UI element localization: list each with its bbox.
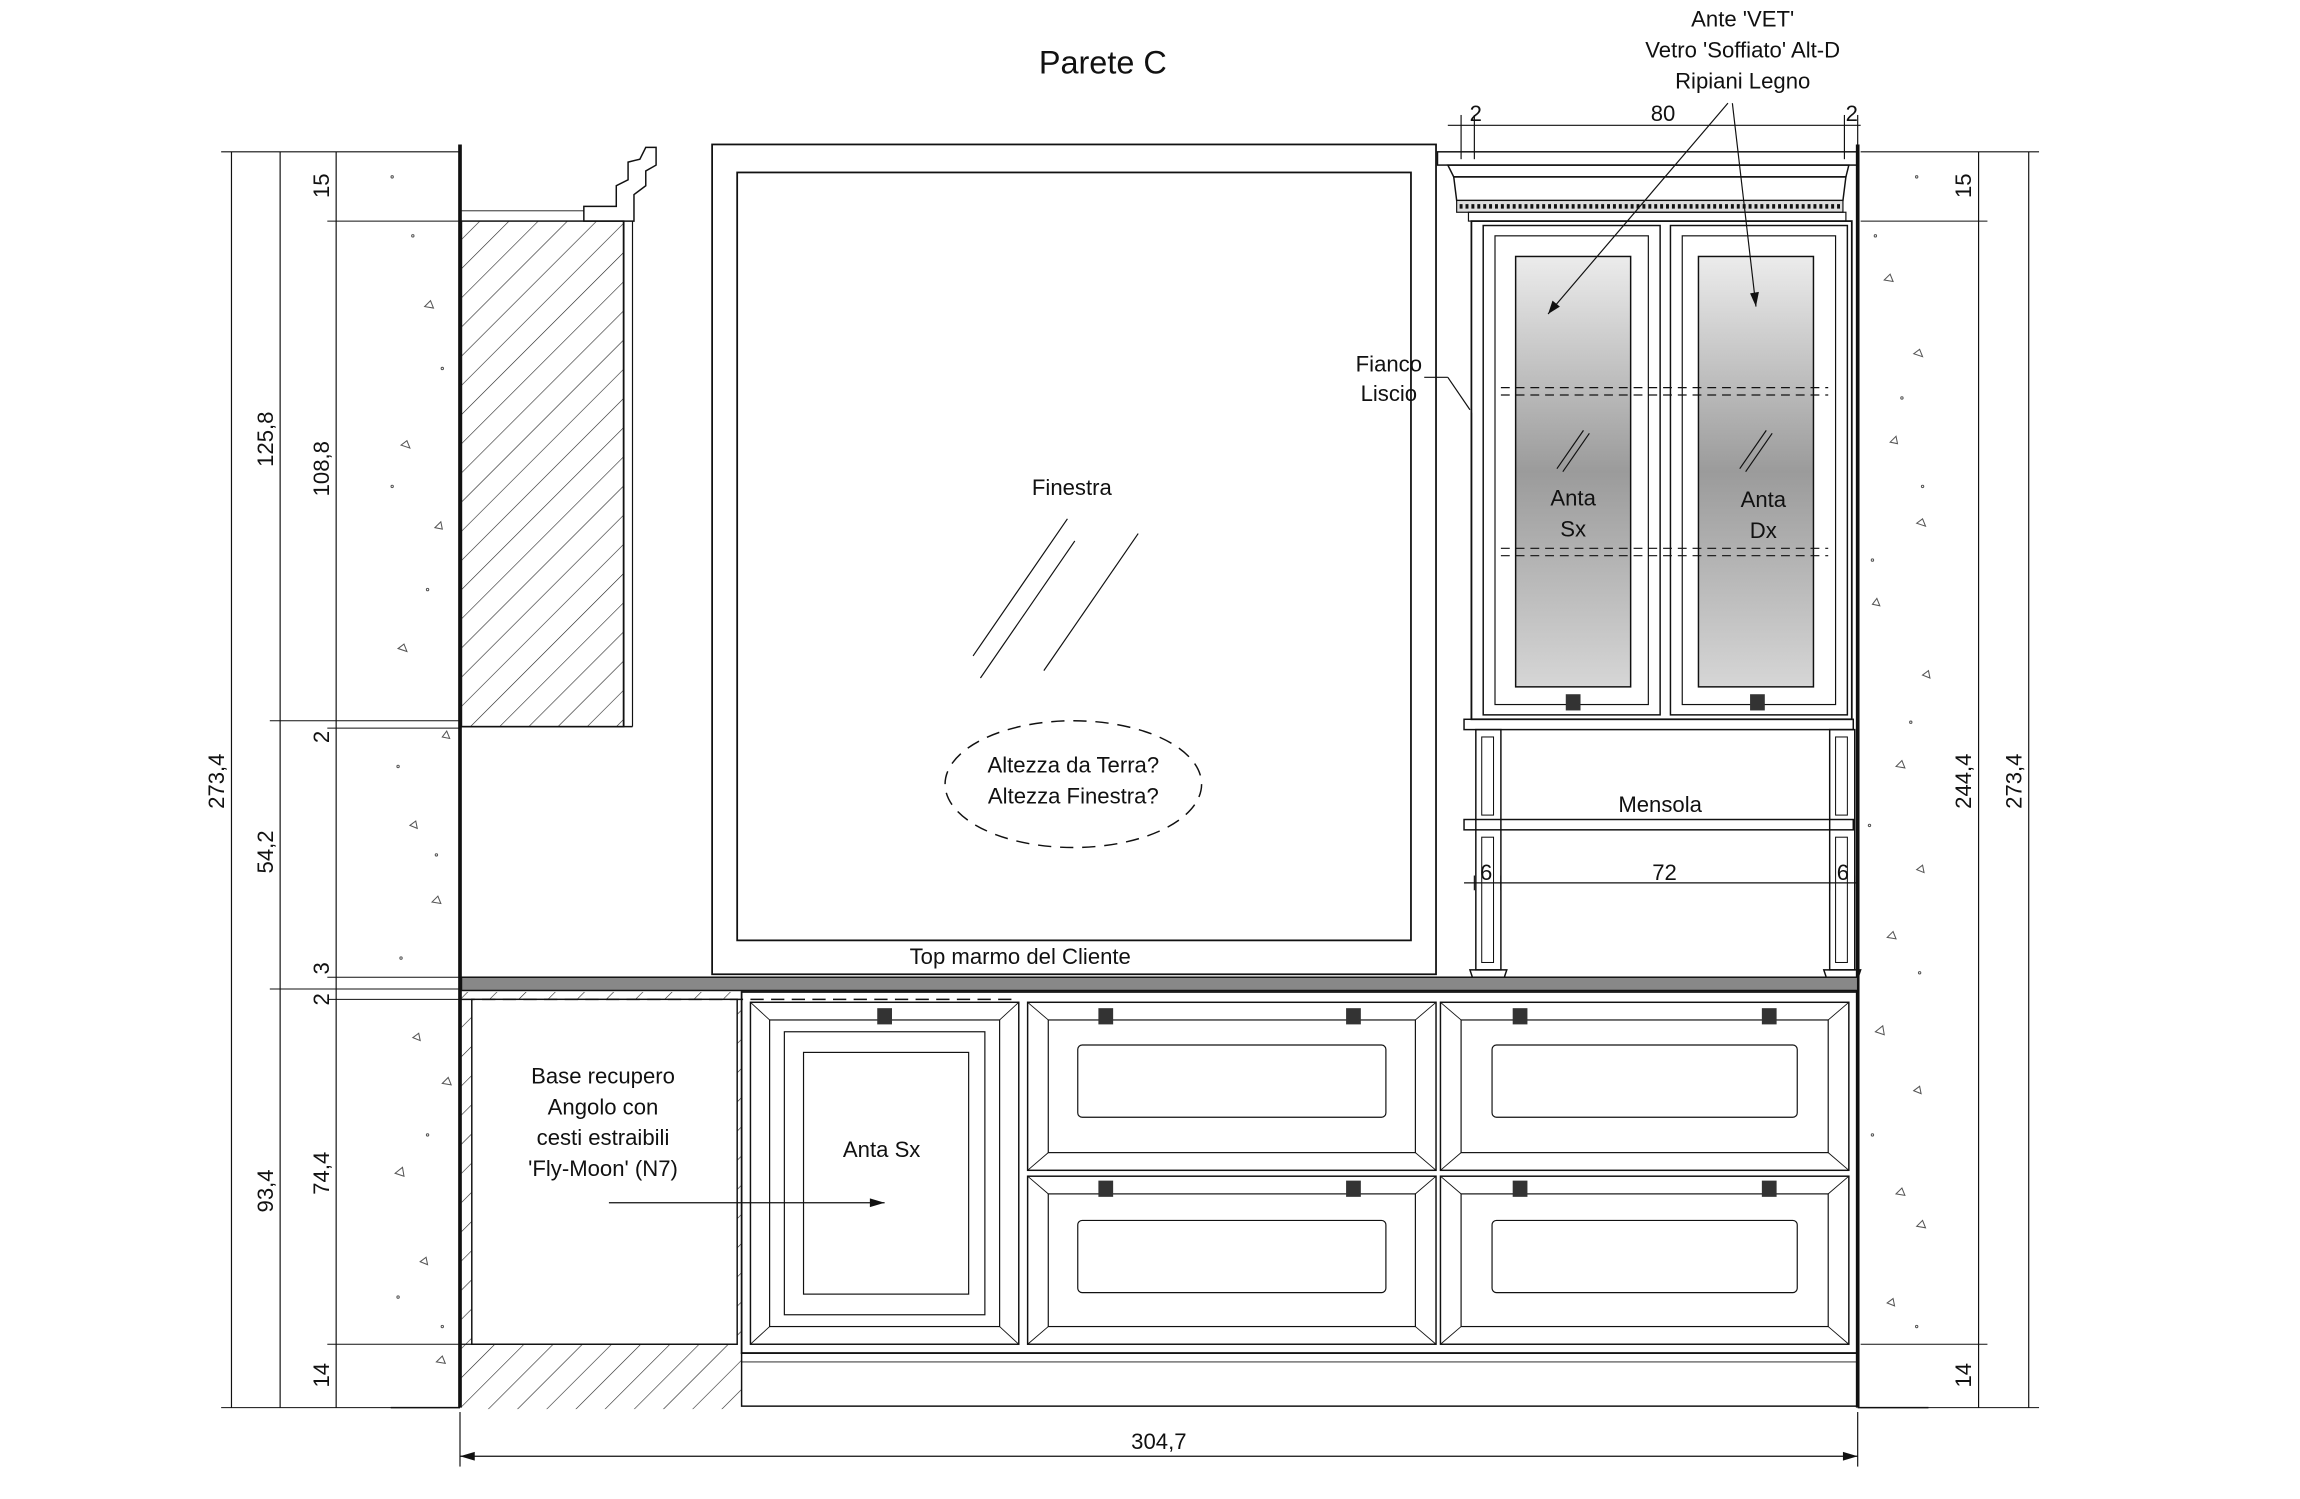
knob-icon — [1098, 1180, 1114, 1197]
dim-left-74-4: 74,4 — [309, 1152, 334, 1195]
dim-top-80: 80 — [1651, 101, 1676, 126]
window: Finestra Altezza da Terra? Altezza Fines… — [711, 143, 1437, 976]
dim-right-244-4: 244,4 — [1951, 754, 1976, 809]
knob-icon — [1512, 1180, 1528, 1197]
right-wall — [1855, 144, 1931, 1409]
dim-left-2-a: 2 — [309, 731, 334, 743]
drawing-title: Parete C — [1039, 45, 1167, 81]
knob-icon — [1750, 694, 1765, 711]
right-wall-concrete-marks — [1867, 175, 1931, 1329]
glass-doors-note: Ante 'VET' Vetro 'Soffiato' Alt-D Ripian… — [1547, 7, 1840, 315]
dim-mensola-72: 72 — [1652, 860, 1677, 885]
note-fianco-line2: Liscio — [1361, 381, 1418, 406]
corner-base-line1: Base recupero — [531, 1063, 675, 1088]
dim-right-273-4: 273,4 — [2001, 754, 2026, 809]
height-question-line1: Altezza da Terra? — [987, 752, 1159, 777]
dim-top-2-right: 2 — [1846, 101, 1858, 126]
note-ante-vet-line1: Ante 'VET' — [1691, 7, 1794, 32]
shelf-unit: Mensola 6 72 6 — [1463, 718, 1862, 980]
dim-right-14: 14 — [1951, 1363, 1976, 1388]
dim-left-54-2: 54,2 — [253, 830, 278, 873]
corner-base-line3: cesti estraibili — [537, 1125, 670, 1150]
anta-sx-upper-line1: Anta — [1550, 486, 1596, 511]
glass-display-cabinet: Anta Sx Anta Dx — [1436, 151, 1859, 721]
window-label: Finestra — [1032, 475, 1113, 500]
drawer — [1026, 1001, 1437, 1172]
knob-icon — [1098, 1008, 1114, 1025]
dim-left-2-b: 2 — [309, 993, 334, 1005]
shelf-label: Mensola — [1618, 792, 1702, 817]
dim-left-108-8: 108,8 — [309, 441, 334, 496]
marble-top-label: Top marmo del Cliente — [910, 944, 1131, 969]
base-corner-unit: Base recupero Angolo con cesti estraibil… — [461, 991, 1018, 1410]
knob-icon — [1761, 1008, 1777, 1025]
knob-icon — [1565, 694, 1581, 711]
note-fianco-line1: Fianco — [1356, 351, 1422, 376]
dim-left-125-8: 125,8 — [253, 412, 278, 467]
anta-dx-upper-line2: Dx — [1750, 518, 1777, 543]
dim-left-15: 15 — [309, 173, 334, 198]
dim-left-14: 14 — [309, 1363, 334, 1388]
left-wall — [390, 144, 462, 1409]
drawer — [1026, 1175, 1437, 1345]
dim-mensola-6-left: 6 — [1480, 860, 1492, 885]
anta-sx-lower-label: Anta Sx — [843, 1137, 920, 1162]
drawer — [1439, 1175, 1850, 1345]
note-ante-vet-line3: Ripiani Legno — [1675, 68, 1810, 93]
height-question-line2: Altezza Finestra? — [988, 783, 1159, 808]
dim-bottom-304-7: 304,7 — [1131, 1429, 1186, 1454]
knob-icon — [1346, 1008, 1361, 1025]
corner-base-line2: Angolo con — [548, 1094, 659, 1119]
knob-icon — [1346, 1180, 1361, 1197]
dim-left-93-4: 93,4 — [253, 1169, 278, 1212]
dim-mensola-6-right: 6 — [1837, 860, 1849, 885]
marble-top: Top marmo del Cliente — [460, 944, 1859, 992]
left-dimensions: 273,4 125,8 54,2 93,4 15 108,8 2 3 2 74,… — [204, 151, 460, 1409]
dim-top-2-left: 2 — [1470, 101, 1482, 126]
bottom-dimension: 304,7 — [459, 1412, 1859, 1467]
anta-sx-upper-line2: Sx — [1560, 517, 1586, 542]
anta-dx-upper-line1: Anta — [1741, 487, 1787, 512]
note-ante-vet-line2: Vetro 'Soffiato' Alt-D — [1645, 37, 1840, 62]
height-question-ellipse — [944, 720, 1203, 849]
drawer — [1439, 1001, 1850, 1172]
base-cabinets: Anta Sx — [740, 991, 1859, 1407]
knob-icon — [1761, 1180, 1777, 1197]
dim-right-15: 15 — [1951, 173, 1976, 198]
top-dimension: 2 80 2 — [1447, 101, 1861, 160]
knob-icon — [1512, 1008, 1528, 1025]
dim-left-273-4: 273,4 — [204, 754, 229, 809]
side-panel-note: Fianco Liscio — [1356, 351, 1471, 411]
upper-corner-cabinet — [460, 146, 657, 728]
corner-base-line4: 'Fly-Moon' (N7) — [528, 1156, 678, 1181]
right-dimensions: 15 244,4 14 273,4 — [1860, 151, 2040, 1409]
knob-icon — [877, 1008, 892, 1025]
dim-left-3: 3 — [309, 962, 334, 974]
left-wall-concrete-marks — [390, 175, 452, 1365]
